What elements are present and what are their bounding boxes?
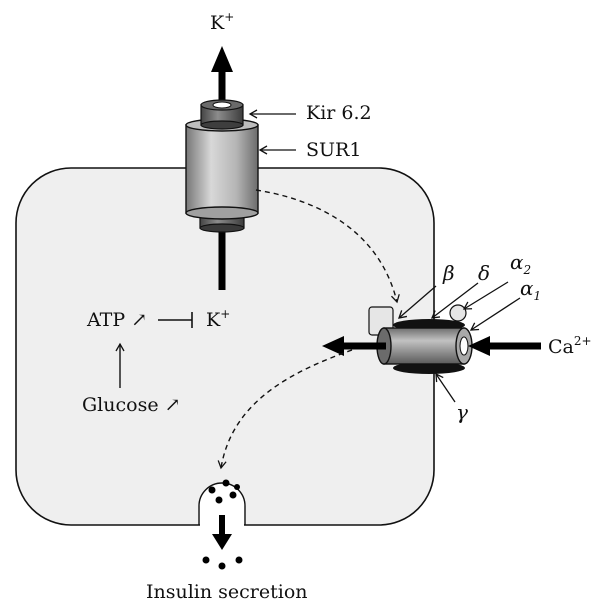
insulin-vesicle xyxy=(198,479,246,526)
alpha2-label: α2 xyxy=(510,250,532,277)
k-top-label: K+ xyxy=(210,10,235,34)
gamma-subunit xyxy=(393,362,465,374)
ca-internal-arrowhead xyxy=(322,336,344,356)
delta-pointer xyxy=(430,282,479,319)
beta-pointer xyxy=(398,285,437,319)
sur1-label: SUR1 xyxy=(306,139,362,161)
glucose-label: Glucose ↗ xyxy=(82,394,181,416)
exocytosis-arrowhead xyxy=(212,534,232,550)
k-inner-label: K+ xyxy=(206,307,231,331)
sur1-subunit xyxy=(185,124,259,214)
kir62-label: Kir 6.2 xyxy=(306,102,372,124)
released-granule xyxy=(218,562,226,570)
ca-to-vesicle-dashed-arrow xyxy=(217,349,353,470)
ca-label: Ca2+ xyxy=(548,334,592,358)
gamma-label: γ xyxy=(456,400,468,424)
alpha1-subunit xyxy=(383,327,465,365)
glucose-increase-arrow: ↗ xyxy=(164,394,181,416)
atp-label: ATP ↗ xyxy=(87,309,148,331)
katp-channel xyxy=(185,99,259,233)
gamma-pointer xyxy=(435,372,456,403)
katp-to-ca-dashed-arrow xyxy=(255,189,400,304)
released-granule xyxy=(235,556,243,564)
alpha1-pointer xyxy=(469,297,521,331)
insulin-secretion-label: Insulin secretion xyxy=(146,581,308,603)
alpha2-pointer xyxy=(462,281,509,310)
alpha2-subunit xyxy=(449,304,467,322)
atp-increase-arrow: ↗ xyxy=(131,309,148,331)
beta-label: β xyxy=(443,261,455,285)
released-granule xyxy=(202,556,210,564)
k-efflux-arrowhead xyxy=(211,46,233,72)
delta-label: δ xyxy=(478,261,491,285)
calcium-channel xyxy=(368,304,473,374)
alpha1-label: α1 xyxy=(520,276,542,303)
ca-influx-arrowhead xyxy=(468,336,490,356)
